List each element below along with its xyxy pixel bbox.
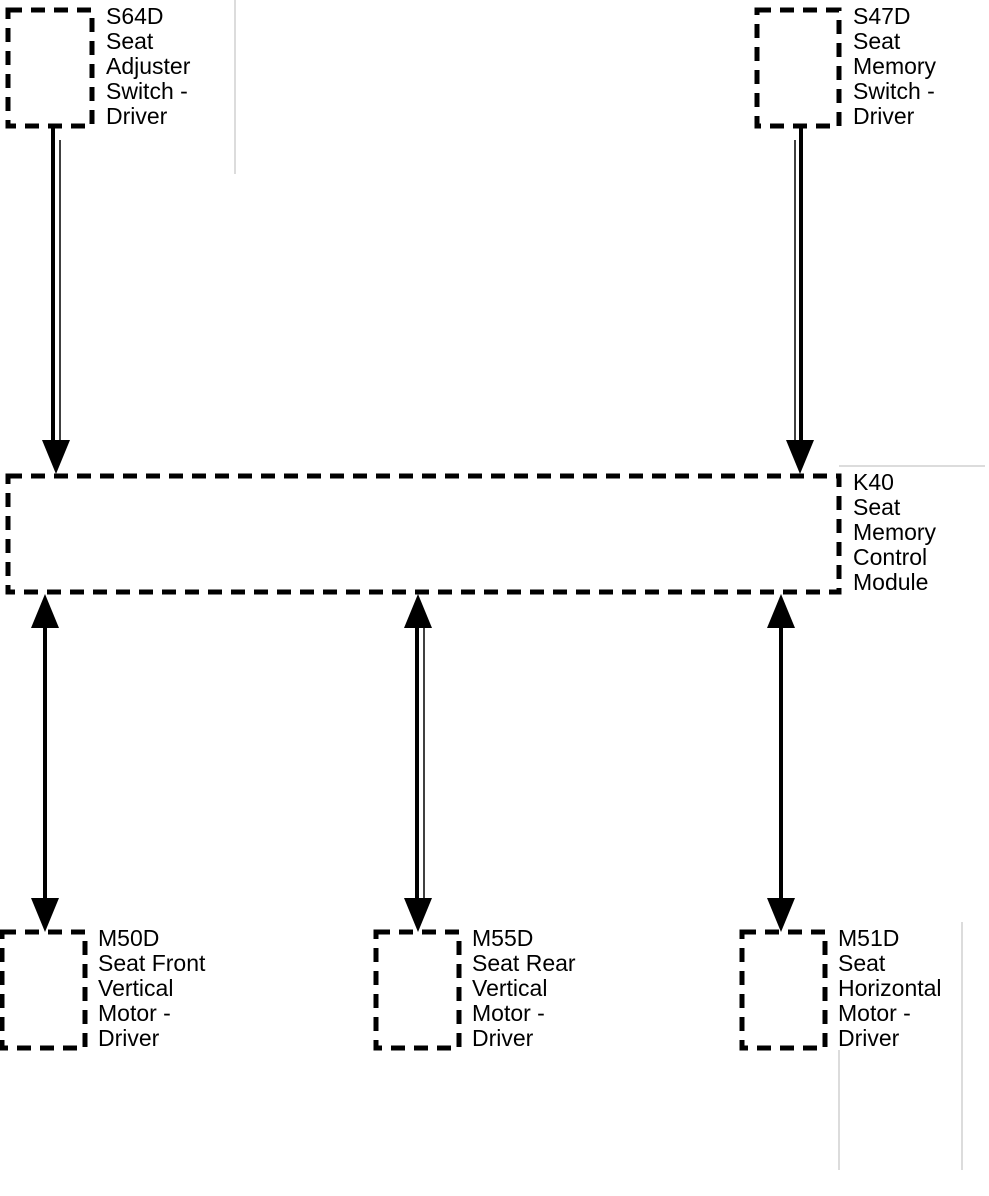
arrowhead-down-icon <box>404 898 432 932</box>
k40-component: K40 Seat Memory Control Module <box>5 469 942 595</box>
arrowhead-down-icon <box>42 440 70 474</box>
connection-k40-m51d <box>767 594 795 932</box>
s47d-label: S47D Seat Memory Switch - Driver <box>853 3 942 129</box>
connection-k40-m50d <box>31 594 59 932</box>
arrowhead-down-icon <box>31 898 59 932</box>
m50d-component: M50D Seat Front Vertical Motor - Driver <box>0 925 212 1051</box>
m50d-label: M50D Seat Front Vertical Motor - Driver <box>98 925 212 1051</box>
s47d-box <box>754 7 842 129</box>
s64d-label: S64D Seat Adjuster Switch - Driver <box>106 3 197 129</box>
s64d-box <box>5 7 95 129</box>
arrowhead-up-icon <box>404 594 432 628</box>
m51d-box <box>739 929 828 1051</box>
m51d-component: M51D Seat Horizontal Motor - Driver <box>739 925 948 1051</box>
arrowhead-up-icon <box>767 594 795 628</box>
s47d-component: S47D Seat Memory Switch - Driver <box>754 3 942 129</box>
connection-s64d-to-k40 <box>42 128 70 474</box>
m51d-label: M51D Seat Horizontal Motor - Driver <box>838 925 948 1051</box>
connection-s47d-to-k40 <box>786 128 814 474</box>
m55d-box <box>373 929 462 1051</box>
m55d-component: M55D Seat Rear Vertical Motor - Driver <box>373 925 582 1051</box>
k40-label: K40 Seat Memory Control Module <box>853 469 942 595</box>
arrowhead-up-icon <box>31 594 59 628</box>
arrowhead-down-icon <box>786 440 814 474</box>
arrowhead-down-icon <box>767 898 795 932</box>
s64d-component: S64D Seat Adjuster Switch - Driver <box>5 3 197 129</box>
k40-box <box>5 473 842 595</box>
connection-k40-m55d <box>404 594 432 932</box>
m50d-box <box>0 929 88 1051</box>
m55d-label: M55D Seat Rear Vertical Motor - Driver <box>472 925 582 1051</box>
